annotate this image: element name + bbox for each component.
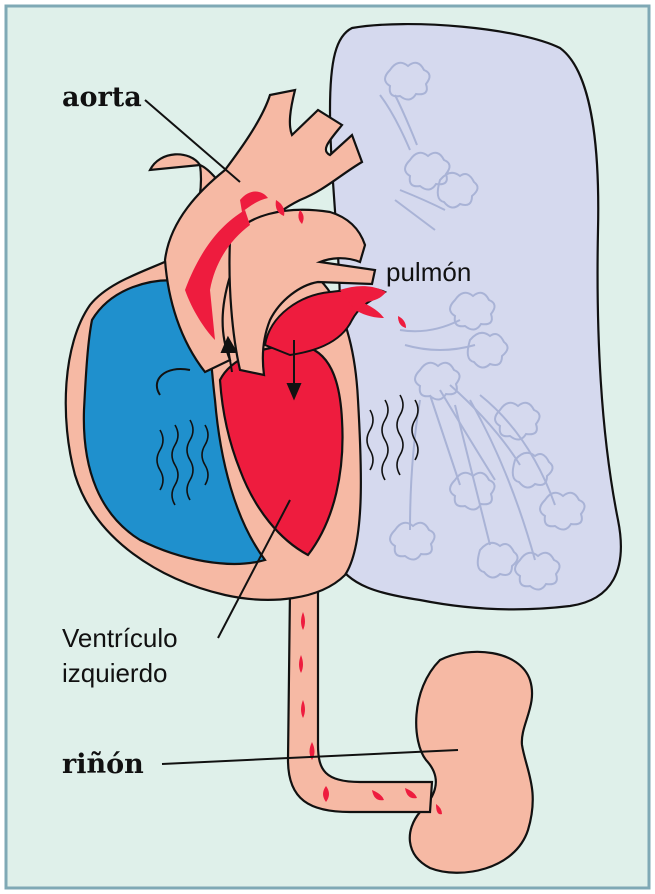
label-lung: pulmón [386,257,471,287]
kidney [410,652,533,873]
label-ventricle-line1: Ventrículo [62,623,178,653]
label-aorta: aorta [62,82,142,113]
label-kidney: riñón [62,749,144,780]
label-ventricle-line2: izquierdo [62,658,168,688]
